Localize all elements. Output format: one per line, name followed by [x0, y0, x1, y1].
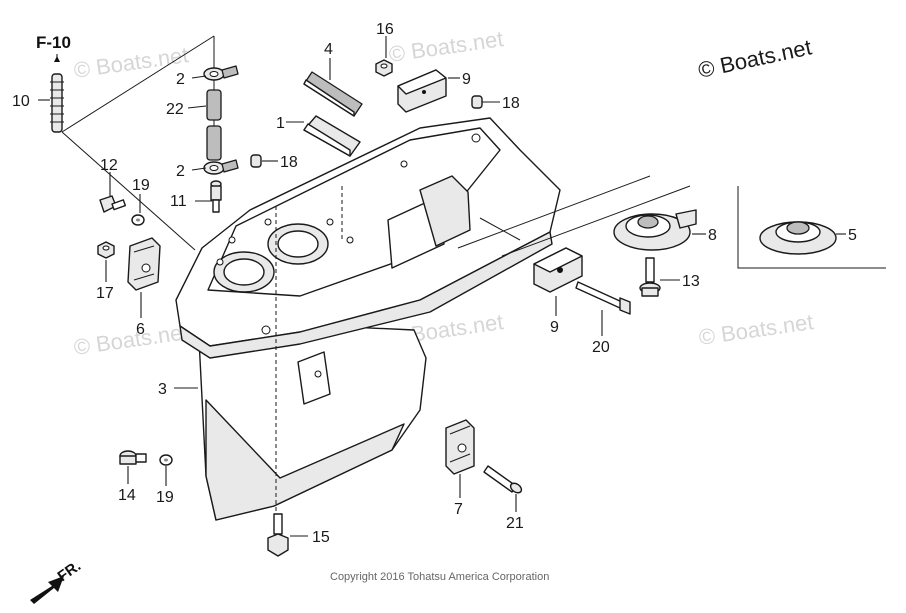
brand-label: © Boats.net: [696, 34, 814, 82]
callout-21: 21: [506, 515, 524, 532]
callout-7: 7: [454, 501, 463, 518]
cover-plate: [445, 419, 475, 475]
nut: [375, 59, 393, 77]
rubber-block: [397, 69, 447, 113]
washer: [131, 214, 145, 226]
callout-12: 12: [100, 157, 118, 174]
callout-15: 15: [312, 529, 330, 546]
detail-box: [737, 186, 886, 269]
callout-10: 10: [12, 93, 30, 110]
drain-plug: [119, 450, 147, 465]
callout-9: 9: [550, 319, 559, 336]
section-reference: F-10: [36, 33, 71, 52]
callout-18: 18: [280, 154, 298, 171]
hose-nipple: [50, 73, 64, 133]
watermark: © Boats.net: [697, 309, 815, 350]
callout-18: 18: [502, 95, 520, 112]
callout-2: 2: [176, 71, 185, 88]
watermark: © Boats.net: [387, 26, 505, 67]
callout-9: 9: [462, 71, 471, 88]
bracket-line: [457, 175, 651, 249]
cover-plate: [127, 237, 161, 291]
water-hose: [206, 89, 222, 161]
nut: [97, 241, 115, 259]
copyright-notice: Copyright 2016 Tohatsu America Corporati…: [330, 571, 549, 583]
callout-4: 4: [324, 41, 333, 58]
callout-8: 8: [708, 227, 717, 244]
callout-11: 11: [170, 193, 187, 210]
screw: [483, 465, 523, 494]
bracket-line: [501, 185, 691, 257]
callout-1: 1: [276, 115, 285, 132]
rubber-block: [533, 247, 583, 293]
bolt: [99, 195, 127, 213]
bolt: [267, 513, 289, 557]
callout-19: 19: [156, 489, 174, 506]
callout-19: 19: [132, 177, 150, 194]
rubber-seal: [303, 71, 363, 117]
gear-case: [175, 117, 561, 521]
zinc-anode: [613, 209, 697, 251]
dowel-pin: [471, 95, 483, 109]
bolt: [575, 281, 631, 315]
bracket-line: [61, 35, 215, 133]
hose-clip: [203, 65, 239, 81]
callout-17: 17: [96, 285, 114, 302]
ref-arrow-head: [54, 56, 60, 62]
callout-20: 20: [592, 339, 610, 356]
callout-6: 6: [136, 321, 145, 338]
callout-22: 22: [166, 101, 184, 118]
watermark: © Boats.net: [72, 319, 190, 360]
hose-clip: [203, 159, 239, 175]
dowel-pin: [250, 154, 262, 168]
callout-5: 5: [848, 227, 857, 244]
leader-lines: [38, 36, 846, 537]
bracket-line: [61, 131, 196, 251]
hose-fitting: [210, 180, 222, 213]
front-direction-arrow: FR.: [30, 557, 84, 604]
callouts: 2 22 2 11 10 12 19 17 6 4 1 16 9 18 18 3…: [12, 21, 857, 546]
bracket-line: [479, 217, 521, 241]
bolt: [639, 257, 661, 297]
callout-16: 16: [376, 21, 394, 38]
seal-gasket: [303, 115, 361, 157]
washer: [159, 454, 173, 466]
callout-2: 2: [176, 163, 185, 180]
zinc-anode: [759, 221, 837, 255]
callout-3: 3: [158, 381, 167, 398]
callout-13: 13: [682, 273, 700, 290]
callout-14: 14: [118, 487, 136, 504]
